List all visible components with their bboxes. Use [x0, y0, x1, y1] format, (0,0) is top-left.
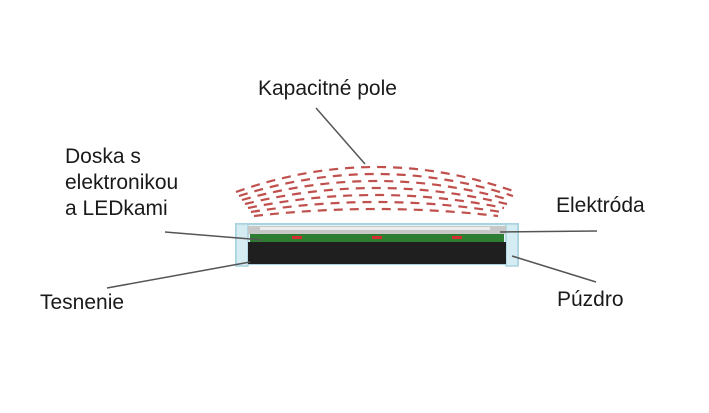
field-arc — [235, 165, 517, 194]
led — [292, 236, 302, 239]
field-arc — [247, 193, 505, 210]
leader-housing — [511, 255, 597, 283]
leader-electrode — [499, 230, 598, 233]
label-board-line-1: Doska s — [65, 145, 141, 168]
housing-right-wall — [505, 223, 519, 267]
field-arc — [241, 179, 511, 202]
led — [452, 236, 462, 239]
field-arc — [253, 207, 499, 218]
label-capacitive-field: Kapacitné pole — [258, 77, 397, 100]
housing-left-wall — [235, 223, 249, 267]
capacitive-field — [235, 165, 517, 218]
label-board-line-3: a LEDkami — [65, 197, 168, 220]
label-housing: Púzdro — [557, 288, 624, 311]
field-arc — [244, 186, 508, 206]
electrode-shine — [260, 227, 490, 230]
label-electrode: Elektróda — [556, 194, 645, 217]
field-arc — [238, 172, 514, 198]
sensor-base — [248, 242, 506, 264]
leader-seal — [106, 261, 251, 289]
label-electronics-board: Doska s elektronikou a LEDkami — [65, 144, 178, 222]
leader-board — [164, 231, 263, 241]
leader-field — [315, 107, 366, 165]
field-arc — [250, 200, 502, 214]
label-seal: Tesnenie — [40, 291, 125, 314]
label-board-line-2: elektronikou — [65, 171, 179, 194]
led — [372, 236, 382, 239]
